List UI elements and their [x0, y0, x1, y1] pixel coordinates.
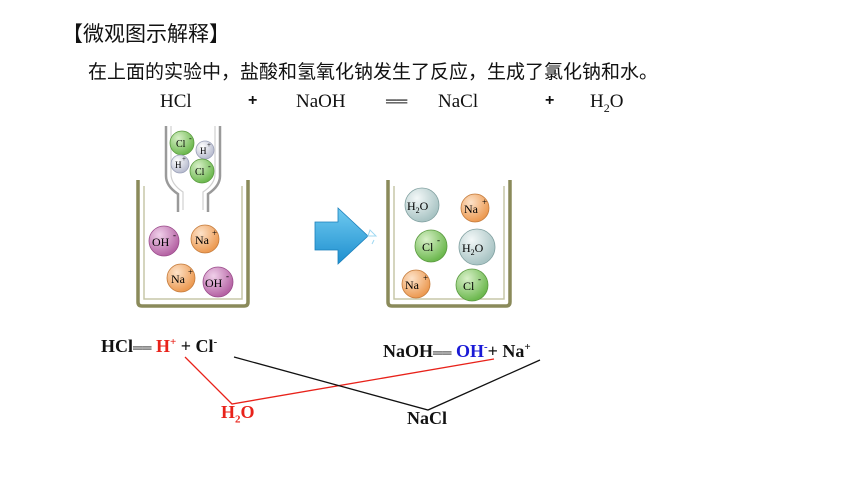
right-beaker — [386, 180, 512, 308]
eq-equals: ══ — [386, 94, 408, 110]
left-beaker — [136, 126, 250, 308]
eq-water-o: O — [609, 91, 624, 112]
svg-text:+: + — [182, 155, 186, 163]
eq-water: H2O — [590, 91, 623, 116]
svg-text:H2O: H2O — [407, 199, 429, 215]
section-heading: 【微观图示解释】 — [62, 22, 230, 46]
combination-lines — [184, 356, 541, 411]
svg-text:H2O: H2O — [462, 241, 484, 257]
oh-ion-label: OH- — [455, 341, 488, 361]
ion-cl-right-1: Cl - — [414, 229, 448, 263]
svg-text:+: + — [188, 267, 193, 277]
nacl-product: NaCl — [407, 408, 447, 428]
svg-text:-: - — [189, 134, 192, 143]
ion-cl-dropper-1: Cl - — [169, 130, 195, 156]
eq-plus-1: + — [248, 92, 258, 109]
eq-water-sub: 2 — [603, 100, 610, 115]
svg-text:+: + — [482, 197, 487, 207]
ion-h-dropper-2: H + — [170, 154, 190, 174]
svg-text:H: H — [200, 146, 207, 156]
eq-naoh: NaOH — [296, 91, 346, 112]
svg-text:-: - — [437, 235, 440, 245]
svg-text:-: - — [226, 271, 229, 281]
svg-text:+: + — [207, 141, 211, 149]
water-product: H2O — [221, 402, 255, 426]
svg-text:Cl: Cl — [463, 279, 475, 293]
eq-water-h: H — [590, 91, 604, 112]
svg-text:Na: Na — [464, 202, 479, 216]
cl-ion-label: Cl- — [195, 336, 218, 356]
eq-plus-2: + — [545, 92, 555, 109]
ion-cl-right-2: Cl - — [455, 268, 489, 302]
ion-cl-dropper-2: Cl - — [189, 158, 215, 184]
svg-text:+: + — [212, 228, 217, 238]
ion-naoh-formula: NaOH — [383, 341, 434, 361]
na-ion-label: Na+ — [502, 341, 531, 361]
svg-text:-: - — [173, 230, 176, 240]
ion-na-left-1: Na + — [190, 224, 220, 254]
svg-text:-: - — [208, 162, 211, 171]
ion-naoh-equals: ══ — [433, 345, 452, 360]
ion-plus-2: + — [487, 341, 498, 361]
h-ion-label: H+ — [155, 336, 177, 356]
ion-oh-left-2: OH - — [202, 266, 234, 298]
naoh-ionization: NaOH══ OH-+ Na+ — [383, 341, 531, 362]
eq-nacl: NaCl — [438, 91, 479, 112]
svg-text:+: + — [423, 273, 428, 283]
ion-oh-left-1: OH - — [148, 225, 180, 257]
molecule-water-right-2: H2O — [458, 228, 496, 266]
molecule-water-right-1: H2O — [404, 187, 440, 223]
svg-text:-: - — [478, 274, 481, 284]
svg-text:Na: Na — [171, 272, 186, 286]
reaction-arrow — [314, 207, 378, 265]
svg-text:Na: Na — [195, 233, 210, 247]
ion-hcl-formula: HCl — [101, 336, 134, 356]
ion-h-dropper-1: H + — [195, 140, 215, 160]
ion-na-right-2: Na + — [401, 269, 431, 299]
intro-text: 在上面的实验中，盐酸和氢氧化钠发生了反应，生成了氯化钠和水。 — [88, 61, 659, 83]
ion-plus: + — [180, 336, 191, 356]
hcl-ionization: HCl══ H+ + Cl- — [101, 336, 217, 357]
svg-text:Cl: Cl — [195, 167, 205, 178]
svg-text:Cl: Cl — [422, 240, 434, 254]
svg-text:Cl: Cl — [176, 139, 186, 150]
svg-text:Na: Na — [405, 278, 420, 292]
ion-na-left-2: Na + — [166, 263, 196, 293]
svg-text:OH: OH — [205, 276, 223, 290]
ion-hcl-equals: ══ — [133, 340, 152, 355]
svg-text:OH: OH — [152, 235, 170, 249]
svg-text:H: H — [175, 160, 182, 170]
ion-na-right-1: Na + — [460, 193, 490, 223]
eq-hcl: HCl — [160, 91, 192, 112]
